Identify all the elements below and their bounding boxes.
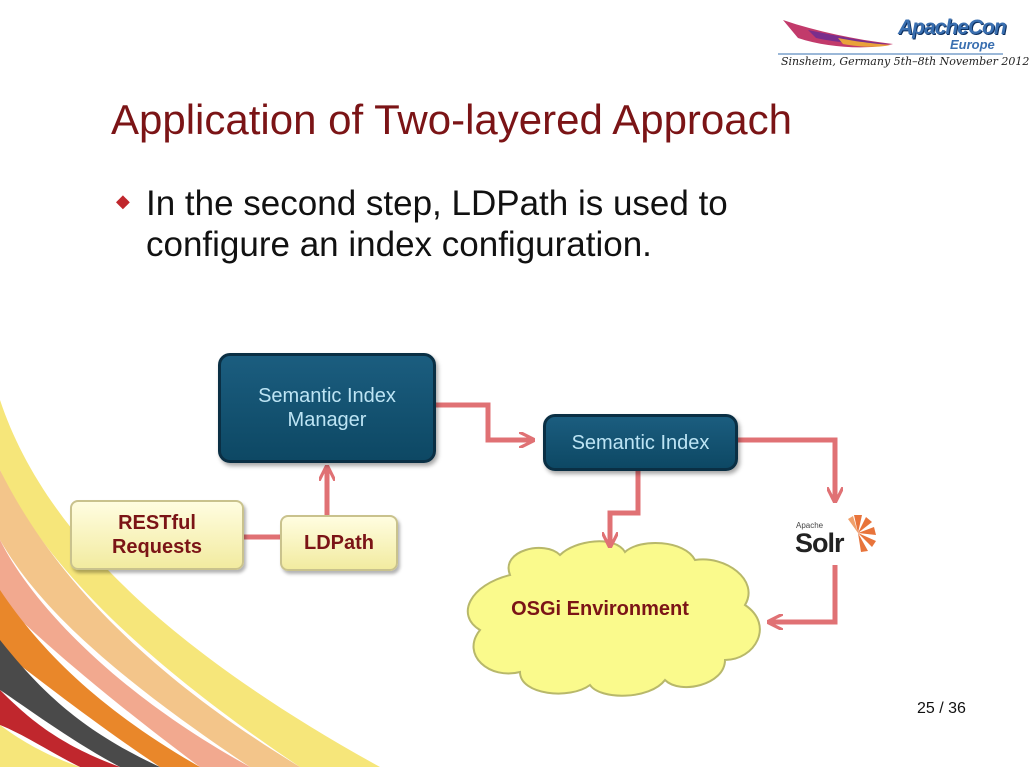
bullet-text: In the second step, LDPath is used to co… xyxy=(146,184,728,264)
semantic-index-label: Semantic Index xyxy=(571,431,710,454)
ldpath-box: LDPath xyxy=(280,515,398,571)
semantic-index-manager-box: Semantic Index Manager xyxy=(218,353,436,463)
semantic-index-manager-label: Semantic Index Manager xyxy=(258,385,396,431)
slide-title: Application of Two-layered Approach xyxy=(111,96,792,143)
solr-logo-text: Solr xyxy=(795,528,845,558)
page-number: 25 / 36 xyxy=(917,700,966,717)
restful-requests-label: RESTful Requests xyxy=(111,512,203,558)
solr-sunburst-icon xyxy=(848,515,876,552)
osgi-environment-label: OSGi Environment xyxy=(511,598,689,620)
event-line: Sinsheim, Germany 5th–8th November 2012 xyxy=(781,55,1029,68)
ldpath-label: LDPath xyxy=(304,532,374,554)
semantic-index-box: Semantic Index xyxy=(543,414,738,471)
apachecon-brand: ApacheCon xyxy=(898,16,1007,39)
solr-logo-apache: Apache xyxy=(796,521,824,530)
diamond-bullet-icon: ◆ xyxy=(116,191,130,211)
bullet-point: ◆ In the second step, LDPath is used to … xyxy=(116,183,876,265)
restful-requests-box: RESTful Requests xyxy=(70,500,244,570)
feather-logo-icon xyxy=(778,20,1003,55)
apachecon-region: Europe xyxy=(950,37,995,52)
